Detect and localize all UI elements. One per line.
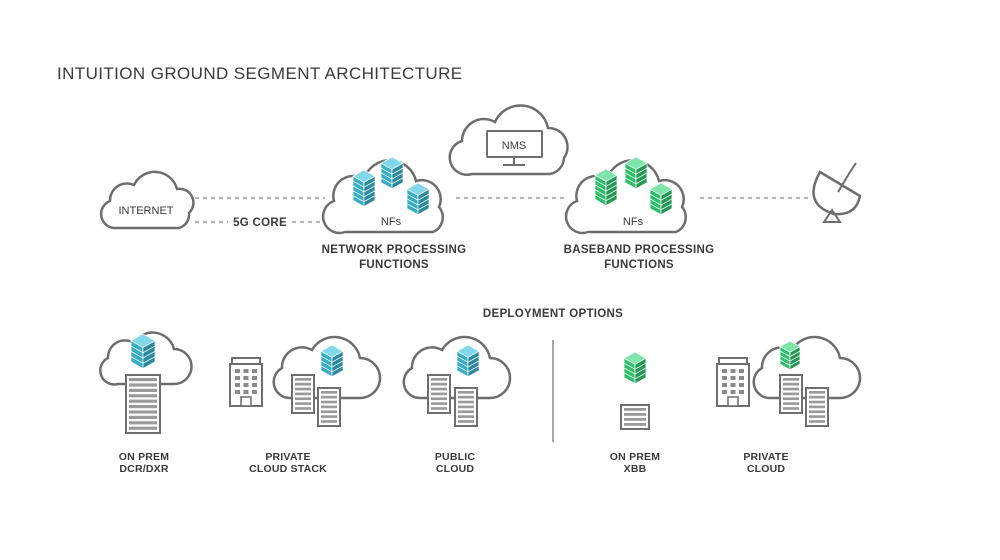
building-icon: [716, 357, 750, 407]
server-stack-icon: [380, 156, 404, 190]
server-rack: [620, 404, 650, 430]
option-on-prem-dcr: [99, 331, 193, 434]
internet-label: INTERNET: [119, 205, 174, 217]
network-server-stacks: [352, 156, 430, 216]
baseband-caption-line1: BASEBAND PROCESSING: [564, 244, 715, 256]
server-rack-icons: [779, 374, 829, 427]
option-2-line2: CLOUD STACK: [249, 463, 327, 475]
option-4-line1: ON PREM: [610, 451, 660, 463]
network-server-stack: [456, 344, 480, 378]
option-1-line1: ON PREM: [119, 451, 169, 463]
nms-cloud: NMS: [448, 104, 569, 176]
monitor-icon: [486, 130, 543, 166]
server-rack: [291, 374, 315, 414]
option-private-cloud: [716, 335, 862, 427]
server-rack: [805, 387, 829, 427]
server-rack-icon: [620, 404, 650, 430]
server-stack-icon: [594, 168, 618, 207]
deployment-heading: DEPLOYMENT OPTIONS: [483, 308, 623, 320]
server-stack-icon: [352, 169, 376, 208]
server-stack-icon: [456, 344, 480, 378]
option-2-line1: PRIVATE: [265, 451, 310, 463]
option-5-line1: PRIVATE: [743, 451, 788, 463]
network-caption-line1: NETWORK PROCESSING: [322, 244, 467, 256]
satellite-dish-icon: [812, 162, 862, 223]
server-rack-icon: [125, 374, 161, 434]
server-stack-icon: [649, 182, 673, 216]
server-rack: [125, 374, 161, 434]
building: [716, 357, 750, 407]
server-stack-icon: [623, 351, 647, 385]
server-rack: [454, 387, 478, 427]
option-3-line1: PUBLIC: [435, 451, 476, 463]
baseband-nfs-label: NFs: [623, 216, 644, 228]
option-public-cloud: [402, 335, 512, 427]
baseband-server-stack: [623, 351, 647, 385]
network-caption-line2: FUNCTIONS: [359, 259, 429, 271]
diagram-title: INTUITION GROUND SEGMENT ARCHITECTURE: [57, 64, 463, 83]
server-stack-icon: [624, 156, 648, 190]
server-rack-icons: [291, 374, 341, 427]
server-stack-icon: [406, 182, 430, 216]
option-4-line2: XBB: [624, 463, 647, 475]
baseband-caption-line2: FUNCTIONS: [604, 259, 674, 271]
server-stack-icon: [320, 344, 344, 378]
nms-label: NMS: [502, 140, 526, 152]
core-label: 5G CORE: [233, 217, 287, 229]
deployment-captions: ON PREM DCR/DXR PRIVATE CLOUD STACK PUBL…: [119, 451, 789, 475]
internet-cloud: INTERNET: [99, 170, 195, 230]
baseband-server-stack: [779, 340, 801, 371]
server-stack-icon: [130, 333, 156, 370]
network-processing-cloud: NFs: [321, 156, 444, 235]
building-icon: [229, 357, 263, 407]
network-nfs-label: NFs: [381, 216, 402, 228]
building: [229, 357, 263, 407]
baseband-processing-cloud: NFs: [564, 156, 687, 235]
server-rack: [427, 374, 451, 414]
connections: [195, 197, 808, 223]
option-private-cloud-stack: [229, 335, 382, 427]
option-5-line2: CLOUD: [747, 463, 786, 475]
option-1-line2: DCR/DXR: [119, 463, 168, 475]
server-rack: [317, 387, 341, 427]
server-stack-icon: [779, 340, 801, 371]
server-rack-icons: [427, 374, 478, 427]
option-3-line2: CLOUD: [436, 463, 475, 475]
network-server-stack: [130, 333, 156, 370]
network-server-stack: [320, 344, 344, 378]
server-rack: [779, 374, 803, 414]
baseband-server-stacks: [594, 156, 673, 216]
option-on-prem-xbb: [620, 351, 650, 430]
